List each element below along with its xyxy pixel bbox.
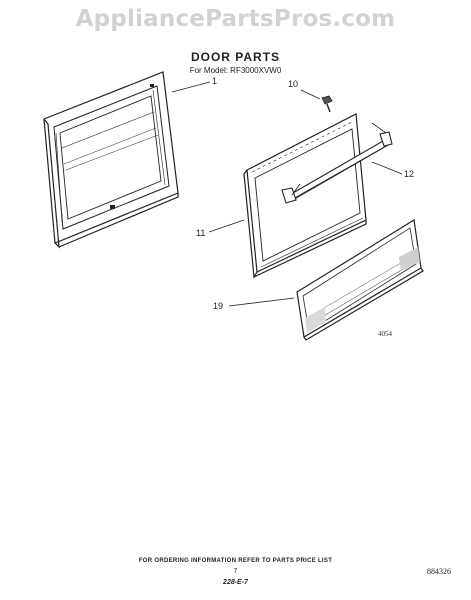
part-10-screw[interactable] xyxy=(321,95,333,113)
leader-line-12 xyxy=(371,161,403,175)
part-11-inner-door-liner[interactable] xyxy=(243,113,367,279)
page-number: 7 xyxy=(233,568,238,575)
callout-10: 10 xyxy=(288,79,298,89)
part-1-outer-door-panel[interactable] xyxy=(43,71,179,249)
document-part-number: 884326 xyxy=(427,567,451,576)
leader-line-19 xyxy=(228,297,295,307)
site-watermark: AppliancePartsPros.com xyxy=(75,6,396,32)
model-subtitle: For Model: RF3000XVW0 xyxy=(189,66,282,75)
part-19-glass-panel[interactable] xyxy=(296,219,424,341)
callout-1: 1 xyxy=(212,76,217,86)
page-title: DOOR PARTS xyxy=(190,50,281,64)
callout-19: 19 xyxy=(213,301,223,311)
revision-code: 228-E-7 xyxy=(223,579,248,586)
ordering-info-note: FOR ORDERING INFORMATION REFER TO PARTS … xyxy=(138,558,333,564)
callout-11: 11 xyxy=(196,228,205,238)
leader-line-1 xyxy=(171,81,211,93)
callout-12: 12 xyxy=(404,169,414,179)
leader-line-10 xyxy=(300,89,321,100)
figure-code: 4054 xyxy=(378,330,393,338)
part-12-door-handle[interactable] xyxy=(281,122,393,204)
leader-line-11 xyxy=(208,219,245,233)
